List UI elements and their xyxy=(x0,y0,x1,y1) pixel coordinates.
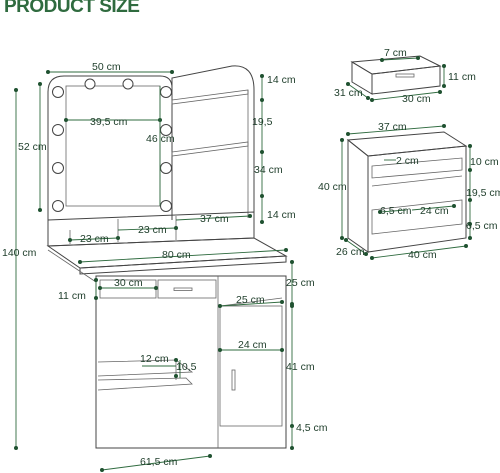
stool-isometric xyxy=(346,131,468,253)
label-total-height: 140 cm xyxy=(2,247,37,259)
label-shelf-mid: 19,5 xyxy=(252,116,273,128)
label-drawer-side: 31 cm xyxy=(334,87,363,99)
label-drawer-width: 30 cm xyxy=(402,93,431,105)
label-shelf-bottom: 14 cm xyxy=(267,209,296,221)
label-knee-shelf-height: 10,5 xyxy=(176,361,197,373)
label-mirror-height: 52 cm xyxy=(18,141,47,153)
label-glass-width: 39,5 cm xyxy=(90,116,128,128)
label-drawer-front-height: 11 cm xyxy=(448,71,476,83)
label-cabinet-door-height: 41 cm xyxy=(286,361,315,373)
label-compartment-left: 23 cm xyxy=(80,233,109,245)
label-stool-mid-gap: 19,5 cm xyxy=(466,187,500,199)
label-knee-shelf-depth: 12 cm xyxy=(140,353,169,365)
label-stool-side: 26 cm xyxy=(336,246,365,258)
label-shelf-top: 14 cm xyxy=(267,74,296,86)
label-compartment-right: 37 cm xyxy=(200,213,229,225)
label-drawer-depth: 7 cm xyxy=(384,47,407,59)
label-compartment-mid: 23 cm xyxy=(138,224,167,236)
drawer-isometric xyxy=(350,55,442,95)
label-desk-depth: 61,5 cm xyxy=(140,456,178,468)
label-stool-low-gap: 6,5 cm xyxy=(466,220,498,232)
label-stool-shelf-right: 24 cm xyxy=(420,205,449,217)
label-stool-height: 40 cm xyxy=(318,181,347,193)
mirror-light-bulbs xyxy=(52,78,172,212)
vanity-side-shelves xyxy=(171,65,255,220)
page-title: PRODUCT SIZE xyxy=(4,0,140,17)
label-stool-inner: 2 cm xyxy=(396,155,419,167)
label-stool-width: 40 cm xyxy=(408,249,437,261)
label-drawer-height: 11 cm xyxy=(58,290,86,302)
label-stool-top-gap: 10 cm xyxy=(470,156,499,168)
label-shelf-low: 34 cm xyxy=(254,164,283,176)
label-cabinet-door-width: 24 cm xyxy=(238,339,267,351)
label-mirror-width: 50 cm xyxy=(92,61,121,73)
label-cabinet-shelf-width: 25 cm xyxy=(236,294,265,306)
label-stool-depth-top: 37 cm xyxy=(378,121,407,133)
label-glass-height: 46 cm xyxy=(146,133,175,145)
label-desk-width: 80 cm xyxy=(162,249,191,261)
label-cabinet-shelf-height: 25 cm xyxy=(286,277,315,289)
dimension-lines xyxy=(14,56,472,472)
label-stool-shelf-left: 6,5 cm xyxy=(380,205,412,217)
vanity-mirror xyxy=(47,75,173,220)
label-base-height: 4,5 cm xyxy=(296,422,328,434)
vanity-desk xyxy=(46,237,288,449)
label-drawer-width: 30 cm xyxy=(114,277,143,289)
dimension-labels: 50 cm 52 cm 140 cm 39,5 cm 46 cm 14 cm 1… xyxy=(2,47,500,468)
